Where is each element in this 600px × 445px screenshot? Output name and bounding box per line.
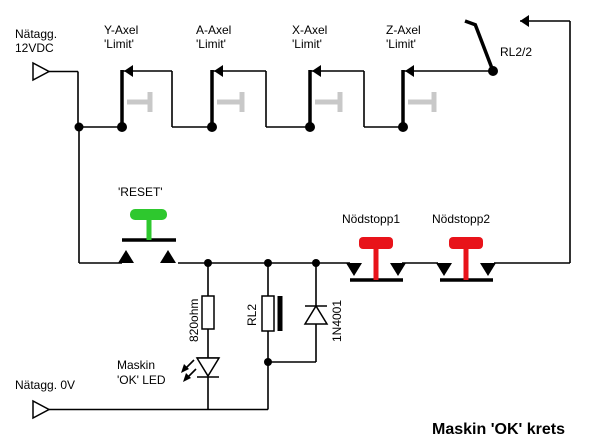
estop-2-label: Nödstopp2 [432,212,490,226]
supply-12vdc-label-line1: Nätagg. [15,27,57,41]
limit-switch-a [207,65,310,132]
relay-contact-rl2-2 [464,15,571,263]
supply-0v-label: Nätagg. 0V [15,378,75,392]
diode-label: 1N4001 [330,300,344,342]
limit-a-label-line2: 'Limit' [196,37,226,51]
limit-y-label-line1: Y-Axel [104,23,138,37]
supply-0v-terminal [32,399,268,420]
supply-12vdc-label-line2: 12VDC [15,41,54,55]
limit-x-label-line2: 'Limit' [292,37,322,51]
limit-z-label-line2: 'Limit' [386,37,416,51]
limit-switch-z [398,65,493,132]
led-label-line2: 'OK' LED [117,373,166,387]
diagram-title: Maskin 'OK' krets [432,421,565,438]
relay-coil-rl2 [261,263,283,410]
resistor-label: 820ohm [187,299,201,342]
reset-label: 'RESET' [118,185,163,199]
reset-button [118,209,176,263]
limit-switch-y [117,65,212,132]
limit-z-label-line1: Z-Axel [386,23,421,37]
relay-contact-label: RL2/2 [500,45,532,59]
limit-switch-x [305,65,403,132]
resistor-820ohm [201,263,215,358]
estop-1-label: Nödstopp1 [342,212,400,226]
led-label-line1: Maskin [117,358,155,372]
limit-a-label-line1: A-Axel [196,23,231,37]
limit-x-label-line1: X-Axel [292,23,327,37]
estop-2 [436,237,496,282]
relay-coil-label: RL2 [245,304,259,326]
diode-1n4001 [268,263,329,363]
estop-1 [346,237,406,282]
supply-12vdc-terminal [32,61,79,127]
led-indicator [181,357,221,410]
limit-y-label-line2: 'Limit' [104,37,134,51]
